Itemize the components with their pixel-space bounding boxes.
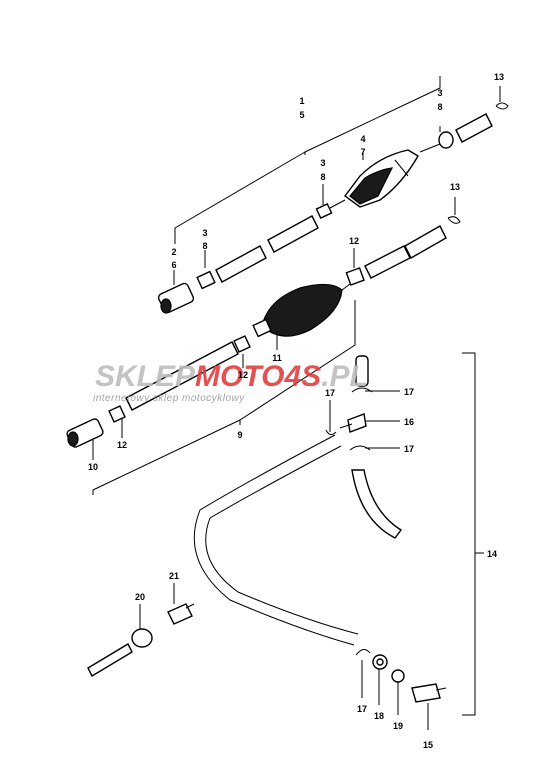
hose-clamp-13-upper	[495, 102, 509, 110]
hose-segment-left-upper	[215, 245, 267, 283]
watermark-subtitle: internetowy sklep motocyklowy	[93, 393, 245, 404]
joint-3-8-upper	[438, 131, 454, 149]
hose-clamp-17a	[351, 387, 373, 393]
callout-12a: 12	[349, 236, 359, 246]
watermark-part2: MOTO	[195, 360, 284, 393]
short-hose-top	[355, 355, 369, 387]
callout-labels: 1 5 3 8 13 4 7 3 8 13 2 6 3 8 12 11 12 1…	[88, 72, 504, 750]
long-fuel-hose	[193, 434, 355, 646]
fuel-fitting-15	[411, 683, 441, 703]
callout-7: 7	[360, 147, 365, 157]
callout-21: 21	[169, 571, 179, 581]
hose-segment-long-lower	[125, 341, 239, 411]
hose-clamp-17d	[355, 649, 371, 656]
hose-clamp-13-lower	[447, 216, 461, 224]
hose-clamp-17c	[349, 445, 371, 451]
tee-fitting-16	[347, 413, 367, 433]
short-hose-curved	[351, 469, 403, 539]
callout-3a: 3	[437, 88, 442, 98]
callout-6: 6	[171, 260, 176, 270]
callout-5: 5	[299, 110, 304, 120]
callout-18: 18	[374, 711, 384, 721]
upper-hose-assembly	[157, 102, 509, 314]
joint-12-lower	[108, 405, 126, 423]
joint-3-8-left	[196, 270, 216, 290]
watermark-part4: .PL	[321, 360, 368, 393]
hose-segment-mid-upper	[267, 215, 319, 253]
washer-19	[391, 669, 405, 683]
drain-plug-20	[87, 643, 133, 677]
hose-clamp-17b	[325, 429, 337, 436]
callout-17c: 17	[404, 444, 414, 454]
bracket-lines	[92, 76, 501, 730]
primer-bulb-lower	[261, 283, 343, 337]
hose-segment-mid-lower	[364, 245, 411, 279]
joint-3-8-mid	[315, 203, 333, 219]
callout-1: 1	[299, 96, 304, 106]
hose-segment-right-lower	[404, 225, 447, 259]
svg-text:SKLEPMOTO4S.PL: SKLEPMOTO4S.PL	[95, 360, 368, 393]
watermark-part3: 4S	[283, 360, 321, 393]
callout-11: 11	[272, 353, 282, 363]
fuel-line-group	[193, 355, 447, 703]
callout-4: 4	[360, 134, 365, 144]
callout-20: 20	[135, 592, 145, 602]
callout-8a: 8	[437, 102, 442, 112]
watermark: SKLEPMOTO4S.PL internetowy sklep motocyk…	[93, 360, 368, 404]
callout-16: 16	[404, 417, 414, 427]
joint-12-upper	[345, 267, 365, 286]
callout-19: 19	[393, 721, 403, 731]
fitting-21	[167, 603, 193, 625]
callout-17a: 17	[325, 388, 335, 398]
watermark-part1: SKLEP	[95, 360, 196, 393]
callout-10: 10	[88, 462, 98, 472]
callout-2: 2	[171, 247, 176, 257]
callout-8c: 8	[202, 241, 207, 251]
callout-15: 15	[423, 740, 433, 750]
callout-3c: 3	[202, 228, 207, 238]
callout-13a: 13	[494, 72, 504, 82]
lower-hose-assembly	[66, 216, 461, 448]
callout-12b: 12	[238, 370, 248, 380]
callout-17b: 17	[404, 387, 414, 397]
callout-14: 14	[487, 549, 497, 559]
callout-13b: 13	[450, 182, 460, 192]
hose-segment-top-right	[455, 113, 493, 143]
callout-8b: 8	[320, 172, 325, 182]
callout-3b: 3	[320, 158, 325, 168]
callout-17d: 17	[357, 704, 367, 714]
joint-12-mid	[233, 335, 251, 353]
drain-parts	[87, 603, 195, 677]
callout-12c: 12	[117, 440, 127, 450]
callout-9: 9	[237, 430, 242, 440]
